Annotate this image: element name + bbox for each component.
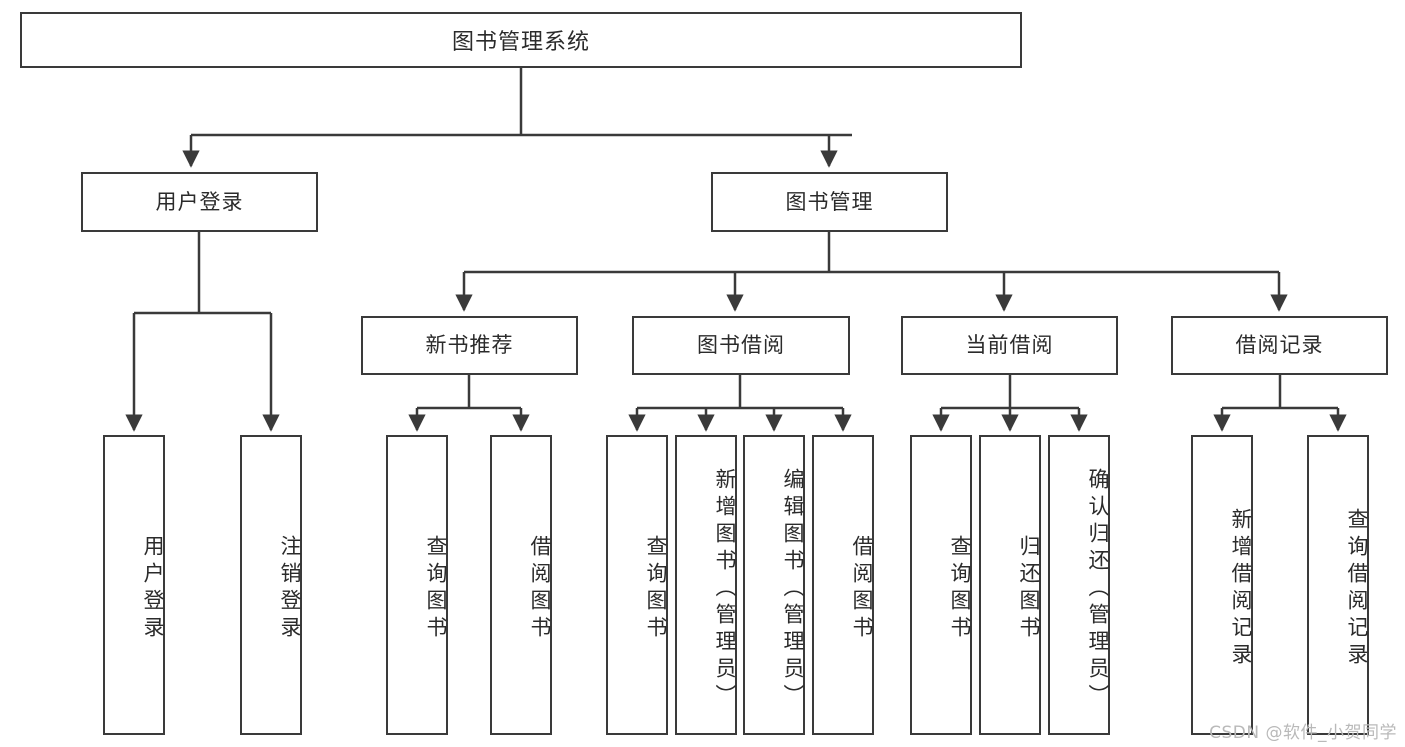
leaf-label: 新增借阅记录 bbox=[1229, 508, 1253, 670]
leaf-label: 查询借阅记录 bbox=[1345, 508, 1369, 670]
node-book-management[interactable]: 图书管理 bbox=[711, 172, 948, 232]
leaf-borrow-query-book[interactable]: 查询图书 bbox=[606, 435, 668, 735]
leaf-label: 确认归还（管理员） bbox=[1086, 467, 1110, 711]
watermark-text: CSDN @软件_小贺同学 bbox=[1209, 723, 1397, 743]
leaf-borrow-edit-book-admin[interactable]: 编辑图书（管理员） bbox=[743, 435, 805, 735]
leaf-label: 用户登录 bbox=[141, 535, 165, 643]
leaf-label: 借阅图书 bbox=[850, 535, 874, 643]
leaf-current-confirm-return-admin[interactable]: 确认归还（管理员） bbox=[1048, 435, 1110, 735]
leaf-label: 注销登录 bbox=[278, 535, 302, 643]
leaf-label: 查询图书 bbox=[424, 535, 448, 643]
leaf-label: 查询图书 bbox=[644, 535, 668, 643]
leaf-borrow-borrow-book[interactable]: 借阅图书 bbox=[812, 435, 874, 735]
node-borrow-record[interactable]: 借阅记录 bbox=[1171, 316, 1388, 375]
leaf-new-book-query[interactable]: 查询图书 bbox=[386, 435, 448, 735]
leaf-label: 查询图书 bbox=[948, 535, 972, 643]
leaf-user-login-logout[interactable]: 注销登录 bbox=[240, 435, 302, 735]
node-book-borrow[interactable]: 图书借阅 bbox=[632, 316, 850, 375]
leaf-label: 借阅图书 bbox=[528, 535, 552, 643]
leaf-record-query-record[interactable]: 查询借阅记录 bbox=[1307, 435, 1369, 735]
node-root-system[interactable]: 图书管理系统 bbox=[20, 12, 1022, 68]
leaf-label: 编辑图书（管理员） bbox=[781, 467, 805, 711]
leaf-current-return-book[interactable]: 归还图书 bbox=[979, 435, 1041, 735]
leaf-record-add-record[interactable]: 新增借阅记录 bbox=[1191, 435, 1253, 735]
leaf-user-login-login[interactable]: 用户登录 bbox=[103, 435, 165, 735]
leaf-borrow-add-book-admin[interactable]: 新增图书（管理员） bbox=[675, 435, 737, 735]
leaf-current-query-book[interactable]: 查询图书 bbox=[910, 435, 972, 735]
node-new-book-recommend[interactable]: 新书推荐 bbox=[361, 316, 578, 375]
leaf-label: 归还图书 bbox=[1017, 535, 1041, 643]
node-user-login[interactable]: 用户登录 bbox=[81, 172, 318, 232]
leaf-new-book-borrow[interactable]: 借阅图书 bbox=[490, 435, 552, 735]
node-current-borrow[interactable]: 当前借阅 bbox=[901, 316, 1118, 375]
leaf-label: 新增图书（管理员） bbox=[713, 467, 737, 711]
